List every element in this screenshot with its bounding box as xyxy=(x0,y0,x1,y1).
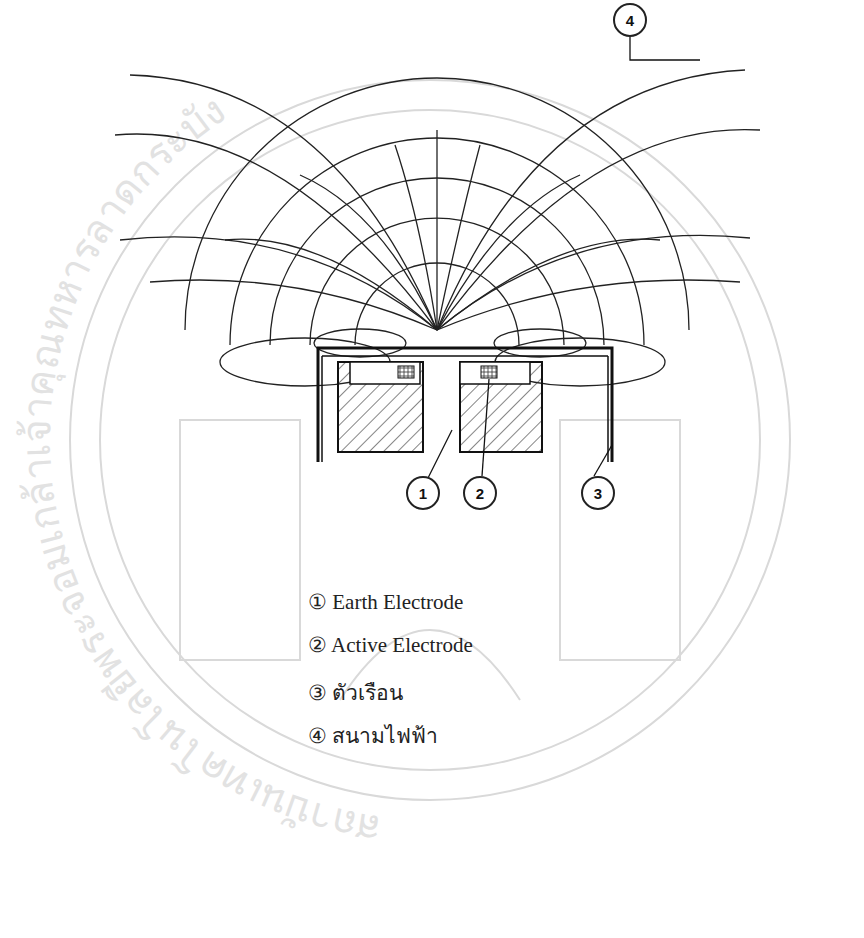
callout-number: 4 xyxy=(626,13,634,28)
callout-circle: 4 xyxy=(613,3,647,37)
sensor-housing xyxy=(318,348,612,462)
watermark-seal xyxy=(70,80,790,800)
field-lines xyxy=(115,70,760,386)
legend-item: ① Earth Electrode xyxy=(308,590,463,615)
callout-circle: 1 xyxy=(406,476,440,510)
legend-item: ④ สนามไฟฟ้า xyxy=(308,719,438,752)
leader-lines xyxy=(428,37,700,478)
callout-circle: 2 xyxy=(463,476,497,510)
callout-number: 2 xyxy=(476,486,484,501)
callout-number: 3 xyxy=(594,486,602,501)
callout-circle: 3 xyxy=(581,476,615,510)
legend-item: ② Active Electrode xyxy=(308,633,473,658)
legend-item: ③ ตัวเรือน xyxy=(308,676,403,709)
callout-number: 1 xyxy=(419,486,427,501)
electrode-blocks xyxy=(338,362,542,452)
